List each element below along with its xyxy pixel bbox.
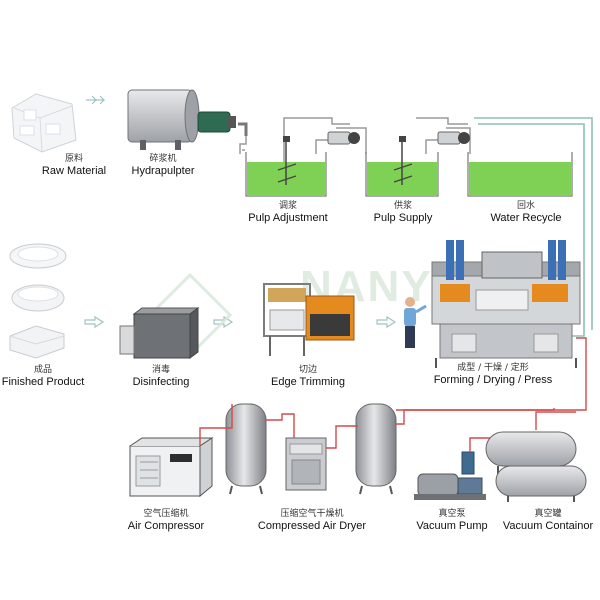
pulp-pipes	[239, 117, 471, 162]
label-edge-trimming: 切边 Edge Trimming	[262, 364, 354, 388]
label-disinfecting-zh: 消毒	[151, 365, 170, 375]
air-dryer-image	[285, 437, 327, 491]
label-vacuum-pump: 真空泵 Vacuum Pump	[412, 508, 492, 532]
edge-trimming-image	[263, 283, 355, 356]
label-water-recycle-zh: 回水	[516, 201, 535, 211]
vacuum-container-2	[495, 465, 587, 502]
label-vacuum-container-en: Vacuum Containor	[502, 520, 594, 532]
return-pipe	[474, 117, 593, 337]
flow-arrow-forming-to-edge	[376, 315, 397, 329]
label-pulp-adjustment: 调浆 Pulp Adjustment	[240, 200, 336, 224]
label-pulp-supply-zh: 供浆	[393, 201, 412, 211]
label-forming-zh: 成型 / 干燥 / 定形	[457, 363, 529, 373]
label-air-compressor-zh: 空气压缩机	[143, 509, 189, 519]
finished-product-image	[9, 243, 67, 359]
label-vacuum-container: 真空罐 Vacuum Containor	[500, 508, 596, 532]
pump-1	[327, 131, 360, 145]
flow-arrow-1	[86, 95, 106, 105]
label-vacuum-pump-en: Vacuum Pump	[416, 520, 488, 532]
label-air-dryer-zh: 压缩空气干燥机	[280, 509, 344, 519]
label-air-dryer-en: Compressed Air Dryer	[257, 520, 367, 532]
pulp-adjustment-tank	[245, 136, 327, 197]
hydrapulper-image	[127, 89, 248, 150]
flow-arrow-edge-to-disinfect	[213, 315, 234, 329]
pulp-supply-tank	[365, 136, 439, 197]
label-finished-product: 成品 Finished Product	[0, 364, 86, 388]
label-pulp-adjustment-zh: 调浆	[278, 201, 297, 211]
air-compressor-image	[129, 437, 214, 498]
pump-2	[437, 131, 470, 145]
label-pulp-adjustment-en: Pulp Adjustment	[248, 212, 328, 224]
label-disinfecting-en: Disinfecting	[132, 376, 190, 388]
label-hydrapulpter-en: Hydrapulpter	[131, 165, 195, 177]
label-pulp-supply: 供浆 Pulp Supply	[360, 200, 446, 224]
label-raw-material: 原料 Raw Material	[28, 153, 120, 177]
label-hydrapulpter-zh: 碎浆机	[149, 154, 177, 164]
compressed-air-line	[199, 337, 587, 449]
raw-material-image	[11, 93, 77, 153]
label-pulp-supply-en: Pulp Supply	[373, 212, 433, 224]
label-raw-material-en: Raw Material	[41, 165, 107, 177]
label-forming: 成型 / 干燥 / 定形 Forming / Drying / Press	[428, 362, 558, 386]
water-recycle-tank	[467, 152, 573, 197]
air-tank-1	[225, 403, 267, 495]
label-forming-en: Forming / Drying / Press	[433, 374, 553, 386]
label-disinfecting: 消毒 Disinfecting	[118, 364, 204, 388]
label-air-compressor: 空气压缩机 Air Compressor	[120, 508, 212, 532]
label-raw-material-zh: 原料	[64, 154, 83, 164]
label-hydrapulpter: 碎浆机 Hydrapulpter	[120, 153, 206, 177]
label-finished-product-zh: 成品	[33, 365, 52, 375]
label-air-compressor-en: Air Compressor	[127, 520, 205, 532]
operator-figure	[404, 297, 427, 348]
flow-arrow-disinfect-to-product	[84, 315, 105, 329]
label-vacuum-pump-zh: 真空泵	[438, 509, 466, 519]
label-finished-product-en: Finished Product	[1, 376, 85, 388]
label-vacuum-container-zh: 真空罐	[534, 509, 562, 519]
label-edge-trimming-en: Edge Trimming	[271, 376, 345, 388]
forming-machine-image	[431, 240, 581, 368]
vacuum-pump-image	[414, 451, 486, 500]
label-water-recycle: 回水 Water Recycle	[478, 200, 574, 224]
air-tank-2	[355, 403, 397, 495]
disinfecting-image	[119, 307, 200, 359]
label-water-recycle-en: Water Recycle	[490, 212, 562, 224]
label-air-dryer: 压缩空气干燥机 Compressed Air Dryer	[252, 508, 372, 532]
label-edge-trimming-zh: 切边	[298, 365, 317, 375]
